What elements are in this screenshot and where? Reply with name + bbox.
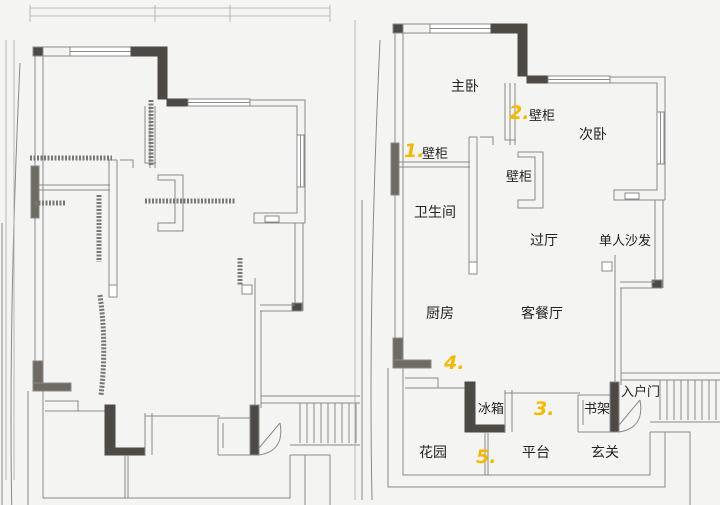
marker-4: 4.	[444, 352, 465, 374]
room-wardrobe-2: 壁柜	[529, 109, 556, 124]
room-wardrobe-1: 壁柜	[422, 147, 449, 162]
marker-2: 2.	[509, 102, 530, 124]
room-wardrobe-3: 壁柜	[506, 170, 533, 185]
left-plan	[1, 46, 361, 505]
room-master-bedroom: 主卧	[451, 79, 479, 95]
room-bathroom: 卫生间	[414, 205, 456, 221]
room-second-bedroom: 次卧	[579, 127, 607, 143]
room-entrance-door: 入户门	[621, 385, 661, 400]
room-garden: 花园	[419, 445, 447, 461]
marker-1: 1.	[404, 140, 425, 162]
room-foyer: 玄关	[591, 445, 619, 461]
room-terrace: 平台	[522, 445, 550, 461]
room-living-dining: 客餐厅	[521, 306, 563, 322]
left-plan-cabinet-hatching	[30, 100, 243, 396]
marker-3: 3.	[534, 398, 555, 420]
room-fridge: 冰箱	[478, 402, 505, 417]
room-bookshelf: 书架	[584, 402, 611, 417]
left-plan-dimension-lines	[5, 5, 331, 480]
room-single-sofa: 单人沙发	[599, 234, 652, 249]
room-kitchen: 厨房	[426, 306, 454, 322]
room-hallway: 过厅	[530, 233, 558, 249]
right-plan	[361, 23, 720, 505]
marker-5: 5.	[476, 446, 497, 468]
